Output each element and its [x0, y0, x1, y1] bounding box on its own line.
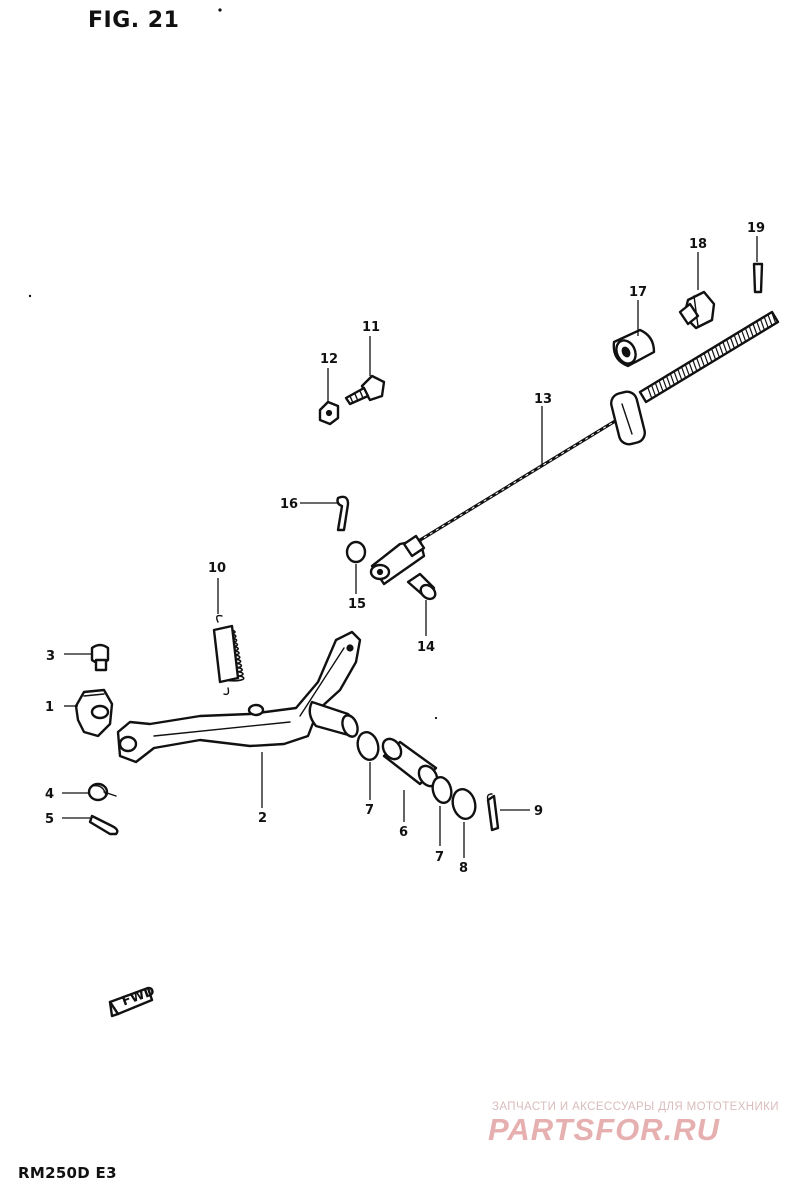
cotter-pin-clevis [336, 495, 350, 532]
watermark-brand: PARTSFOR.RU [488, 1112, 721, 1147]
cable-clevis-end [369, 534, 426, 586]
callout-15: 15 [348, 597, 366, 612]
pedal-bracket [74, 688, 114, 738]
callout-2: 2 [258, 811, 267, 826]
washer-outer [431, 776, 453, 804]
callout-9: 9 [534, 804, 543, 819]
brake-pedal [116, 630, 362, 764]
leader-lines [62, 236, 758, 858]
split-pin [486, 793, 500, 832]
pedal-bushing [381, 737, 439, 788]
callout-6: 6 [399, 825, 408, 840]
callout-1: 1 [45, 700, 54, 715]
fwd-arrow-icon [108, 986, 154, 1018]
figure-title: FIG. 21 [88, 8, 180, 33]
adjuster-nut [678, 290, 716, 330]
callout-18: 18 [689, 237, 707, 252]
callout-8: 8 [459, 861, 468, 876]
callout-10: 10 [208, 561, 226, 576]
model-code: RM250D E3 [18, 1164, 117, 1182]
cable-stopper-plate [610, 390, 646, 446]
bolt [344, 374, 386, 406]
nut [318, 400, 340, 426]
callout-11: 11 [362, 320, 380, 335]
callout-7b: 7 [435, 850, 444, 865]
joint-pin [612, 328, 656, 368]
callout-17: 17 [629, 285, 647, 300]
spring-clip [87, 782, 117, 802]
cotter-pin-pedal [88, 814, 119, 836]
cotter-pin-top [752, 262, 764, 294]
callout-3: 3 [46, 649, 55, 664]
clevis-pin [406, 572, 437, 601]
callout-labels: 1 2 3 4 5 6 7 7 8 9 10 11 12 13 14 15 16… [45, 221, 765, 1010]
pivot-bolt [90, 643, 110, 672]
cable-adjuster-rod [638, 310, 780, 404]
callout-7a: 7 [365, 803, 374, 818]
brake-cable [411, 410, 631, 547]
callout-4: 4 [45, 787, 54, 802]
callout-12: 12 [320, 352, 338, 367]
callout-19: 19 [747, 221, 765, 236]
callout-14: 14 [417, 640, 435, 655]
plain-washer [451, 788, 477, 820]
return-spring [212, 614, 245, 696]
washer-inner [356, 731, 380, 761]
callout-16: 16 [280, 497, 298, 512]
callout-13: 13 [534, 392, 552, 407]
washer-clevis [345, 540, 367, 564]
callout-5: 5 [45, 812, 54, 827]
watermark-tagline: ЗАПЧАСТИ И АКСЕССУАРЫ ДЛЯ МОТОТЕХНИКИ [492, 1101, 779, 1113]
